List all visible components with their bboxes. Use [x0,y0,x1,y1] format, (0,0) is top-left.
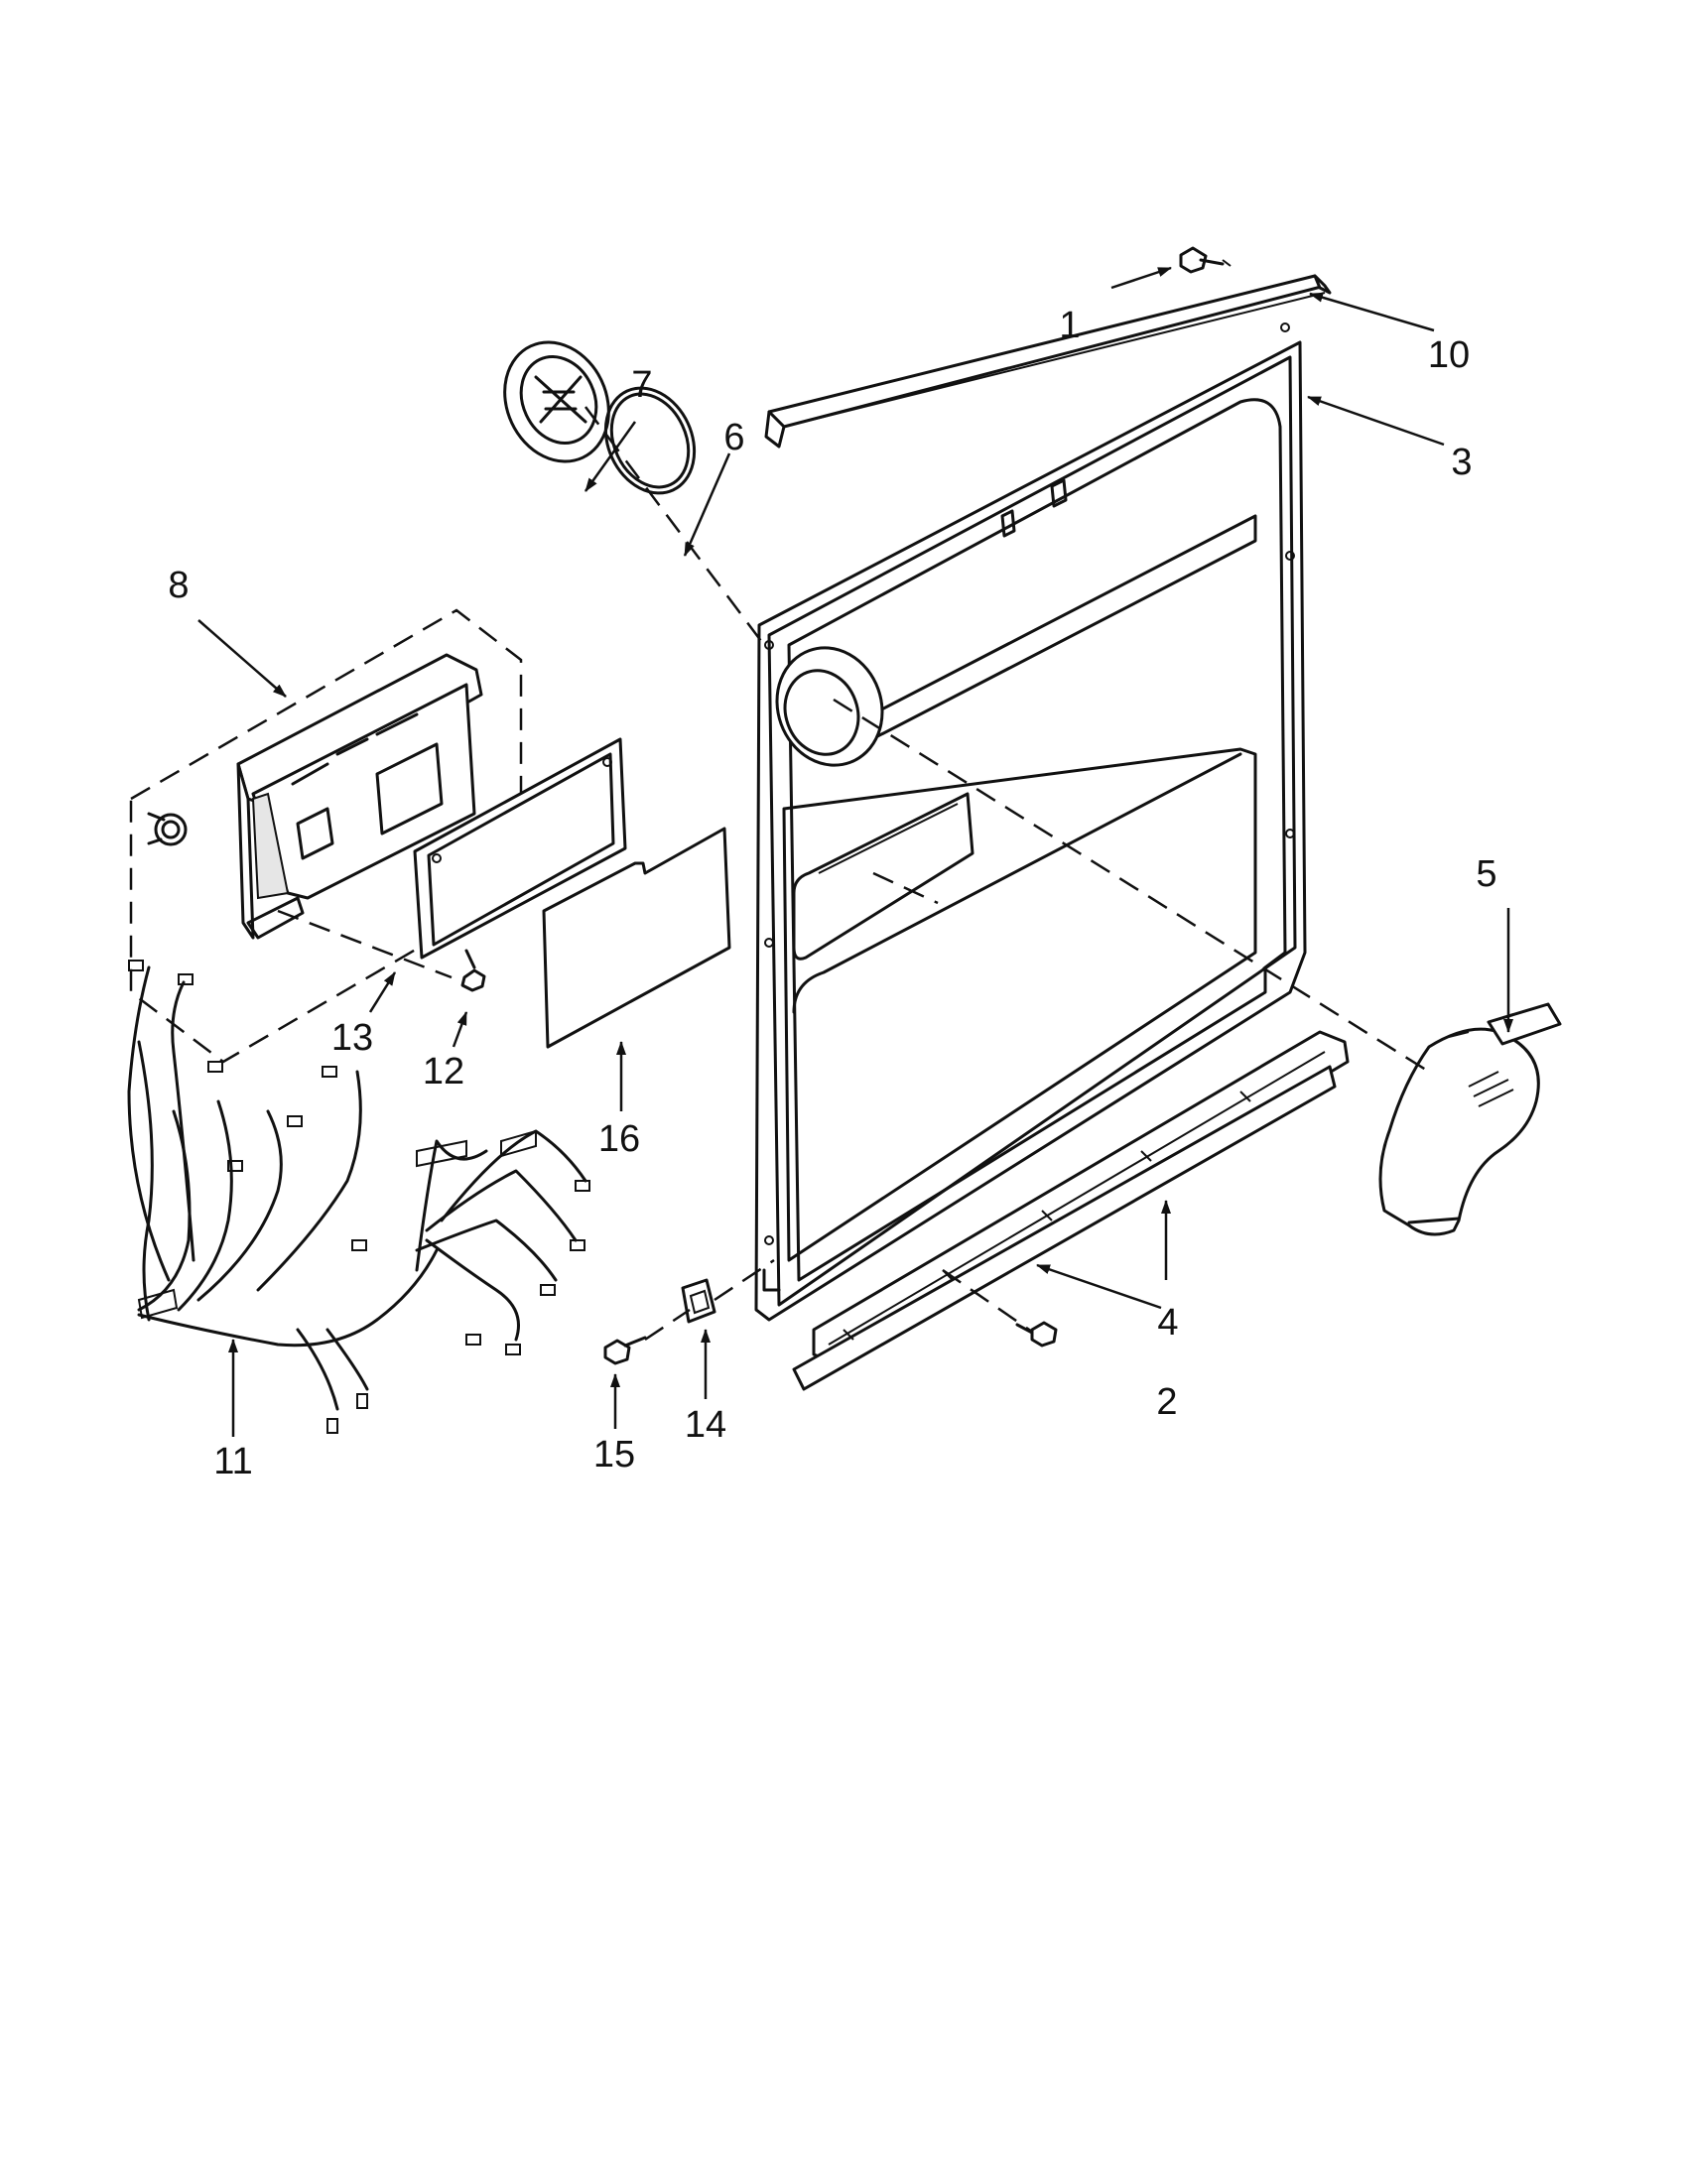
callout-15: 15 [593,1434,635,1476]
callout-1: 1 [1059,305,1080,346]
bottom-rail [792,1030,1350,1391]
leader-arrows [197,266,1513,1437]
callout-12: 12 [423,1051,464,1092]
bottom-screw [1015,1321,1058,1348]
callout-3: 3 [1451,442,1472,483]
callout-13: 13 [331,1017,373,1059]
callout-4: 4 [1157,1302,1178,1344]
callout-10: 10 [1428,334,1470,376]
door-clip [681,1278,716,1324]
callout-7: 7 [631,364,652,406]
inner-door-panel [754,322,1307,1322]
vent-gasket [603,386,697,495]
wire-harness [127,960,590,1434]
top-screw [1179,246,1232,274]
callout-11: 11 [213,1441,252,1482]
clip-screw [603,1336,647,1365]
callout-16: 16 [598,1118,640,1160]
assembly-lines [277,406,1430,1342]
vent-grille [503,340,610,463]
callout-8: 8 [168,565,189,606]
callouts: 1 2 3 4 5 6 7 8 10 11 12 13 14 15 16 [168,305,1496,1482]
top-rail [764,274,1332,449]
callout-5: 5 [1476,853,1496,895]
insulation-panel [542,827,731,1049]
control-gasket [413,737,627,960]
control-assembly [129,608,523,1064]
panel-screw [460,949,486,992]
vent-duct [1378,1002,1562,1236]
callout-6: 6 [723,417,744,458]
callout-2: 2 [1156,1381,1177,1423]
callout-14: 14 [685,1404,726,1446]
